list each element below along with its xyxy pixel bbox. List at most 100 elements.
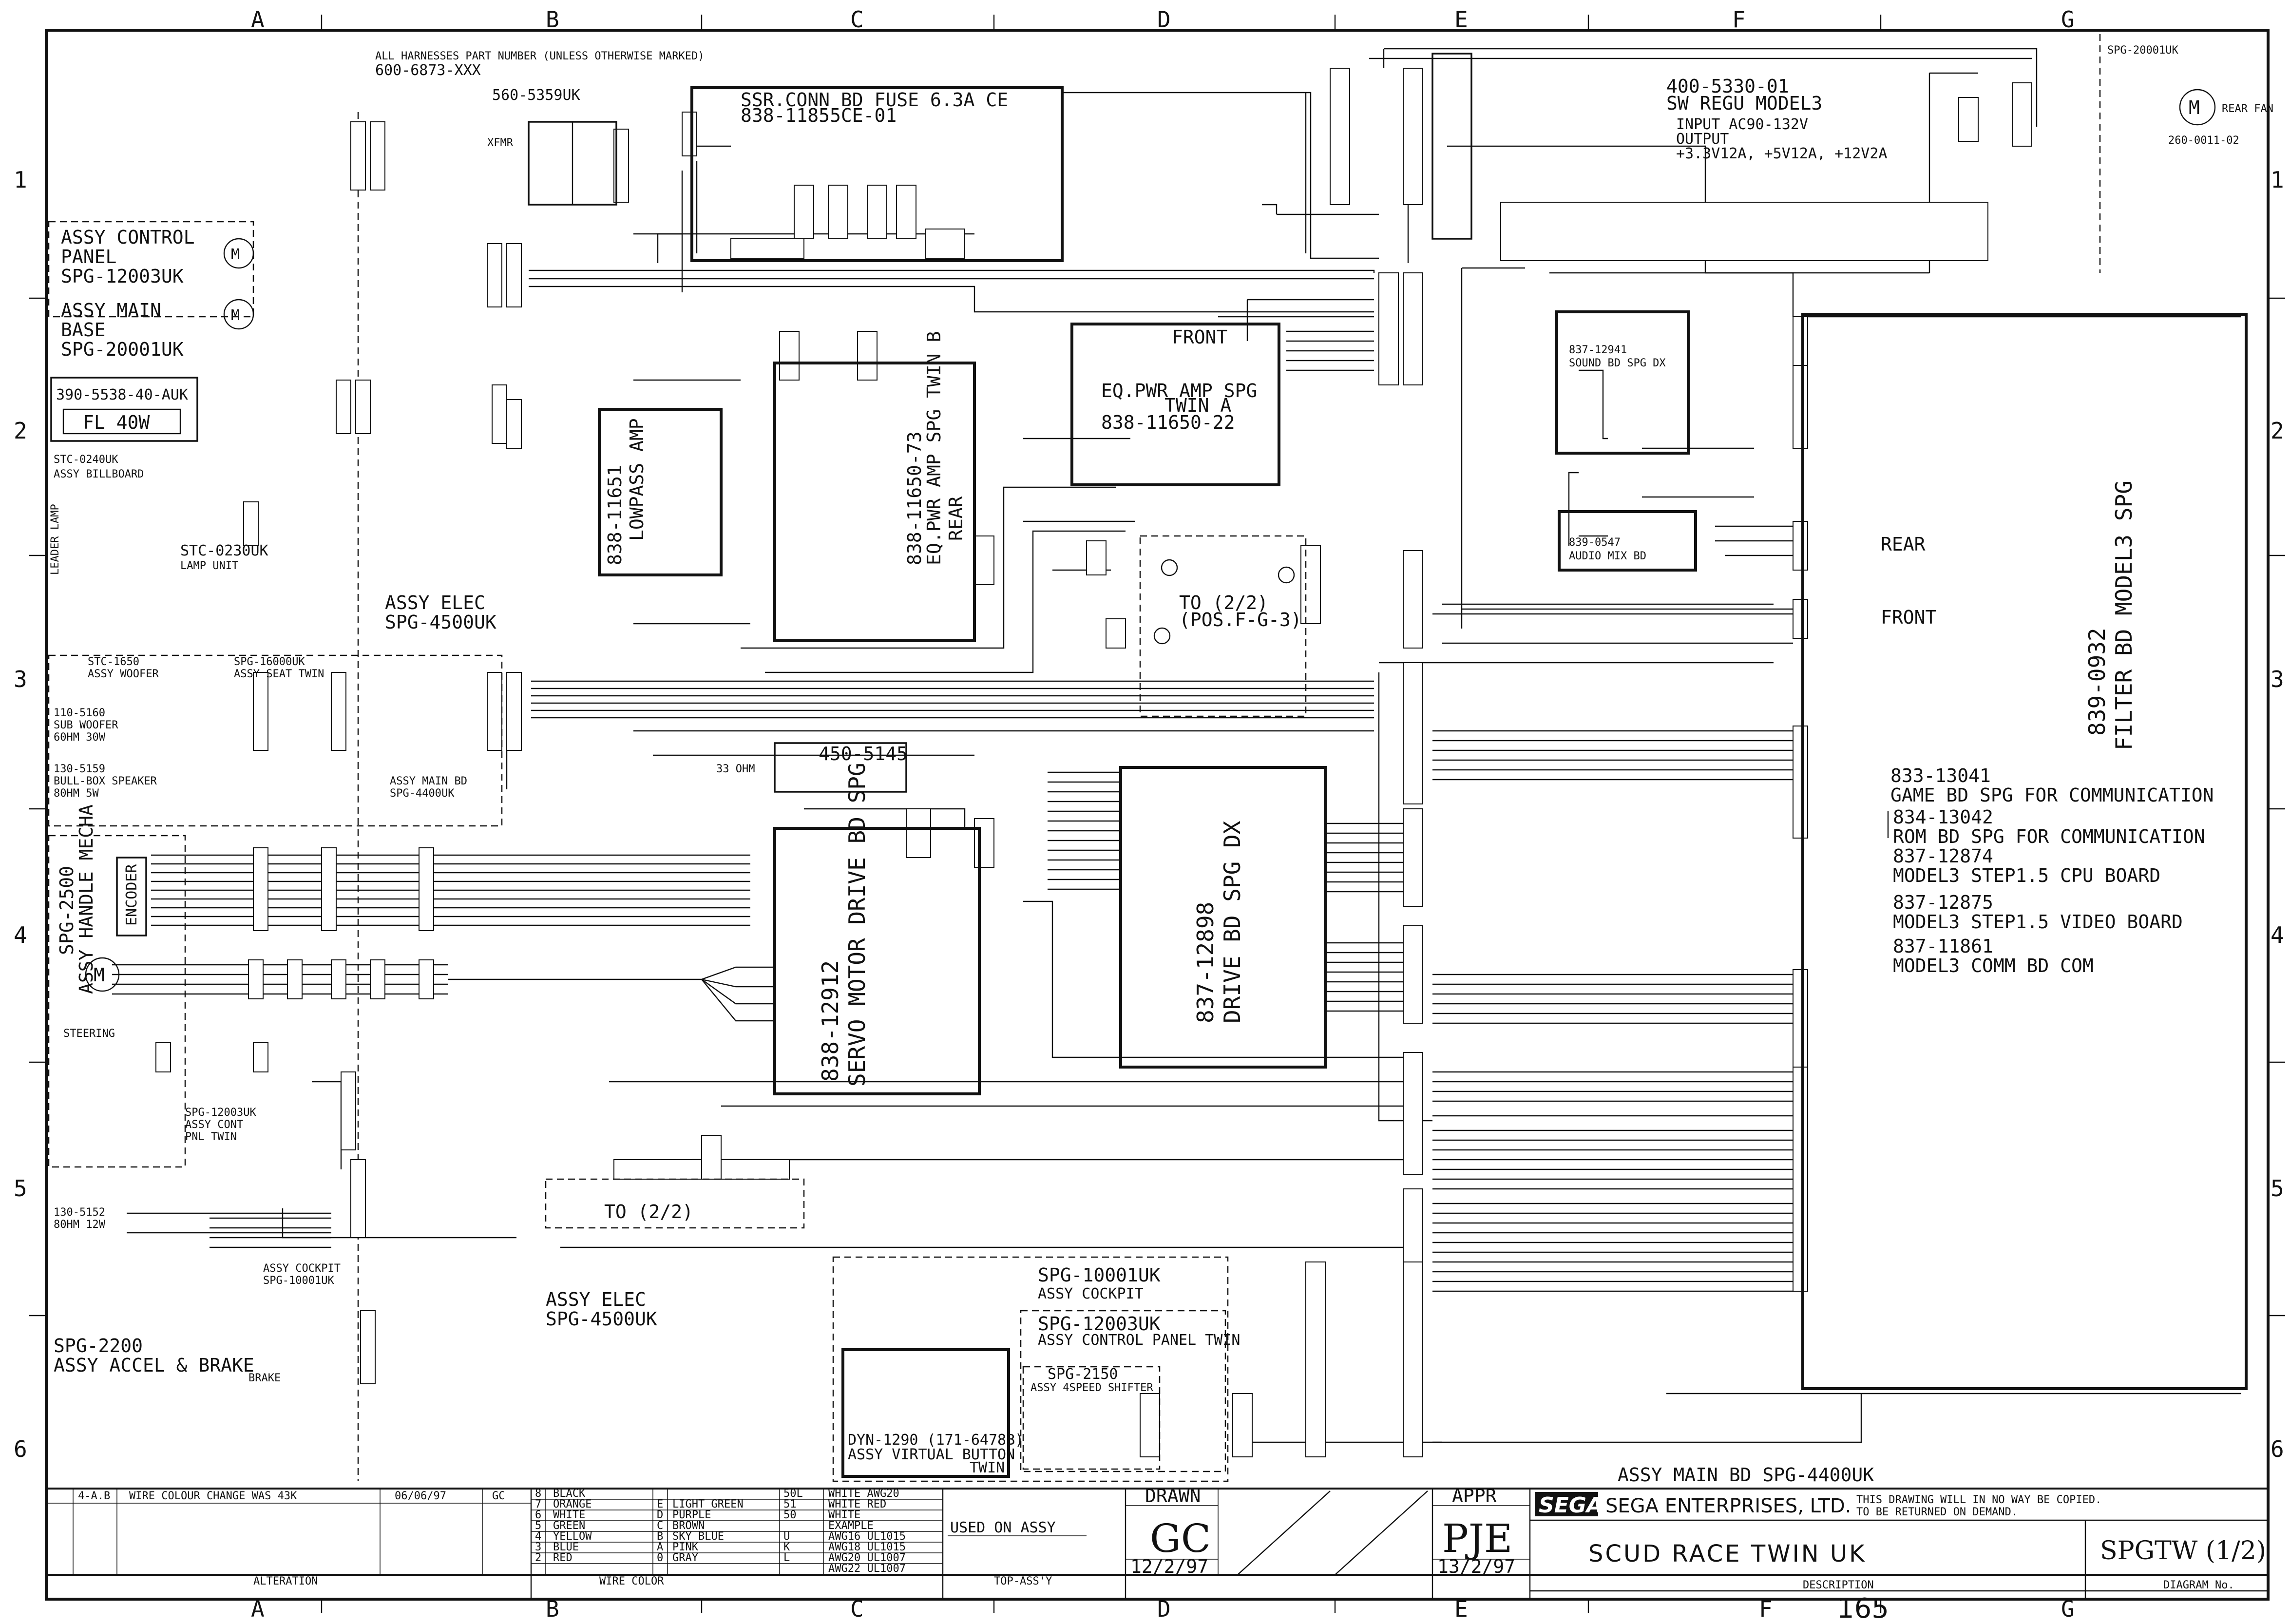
encoder-label: ENCODER (123, 864, 140, 926)
used-on-assy-label: USED ON ASSY (950, 1519, 1056, 1536)
speaker-5152-l2: 80HM 12W (54, 1219, 106, 1231)
main-bd-bottom-label: ASSY MAIN BD SPG-4400UK (1618, 1464, 1874, 1486)
billboard-l1: STC-0240UK (54, 454, 118, 466)
xfmr-name: XFMR (487, 137, 514, 149)
fuse-unit-r: 33 OHM (716, 763, 755, 775)
grid-col-top-b: B (546, 6, 559, 33)
cockpit-box-l2: ASSY COCKPIT (1038, 1285, 1144, 1302)
grid-row-left-2: 2 (14, 418, 27, 444)
shifter-l2: ASSY 4SPEED SHIFTER (1030, 1382, 1153, 1394)
wire-type-5-code: K (783, 1541, 790, 1553)
amp-rear-code: 838-11650-73 (904, 431, 925, 565)
cockpit-box-l3: SPG-12003UK (1038, 1313, 1161, 1335)
harness-note-line1: ALL HARNESSES PART NUMBER (UNLESS OTHERW… (375, 50, 705, 62)
grid-row-right-6: 6 (2271, 1436, 2284, 1462)
fl-name: FL 40W (83, 412, 150, 433)
appr-date: 13/2/97 (1437, 1556, 1515, 1577)
speaker-5152-l1: 130-5152 (54, 1206, 105, 1219)
wire-color-row-4-code: B (657, 1530, 663, 1543)
accel-l2: ASSY ACCEL & BRAKE (54, 1355, 254, 1376)
board-0-code: 833-13041 (1890, 765, 1991, 786)
to-2-2-ref-a: TO (2/2) (POS.F-G-3) (1139, 535, 1307, 717)
ssr-l1: SSR.CONN BD FUSE 6.3A CE (741, 89, 1008, 111)
bullbox-l2: BULL-BOX SPEAKER (54, 775, 157, 787)
drive-dx-name: DRIVE BD SPG DX (1219, 821, 1245, 1023)
power-amp-front-board: FRONT EQ.PWR AMP SPG TWIN A 838-11650-22 (1070, 323, 1280, 486)
alteration-label: ALTERATION (253, 1575, 318, 1587)
cockpit-box-l1: SPG-10001UK (1038, 1264, 1161, 1286)
handle-l1: SPG-2500 (56, 866, 77, 955)
appr-by: PJE (1442, 1516, 1512, 1561)
grid-col-bottom-e: E (1454, 1596, 1468, 1622)
wire-color-row-6-code: 0 (657, 1552, 663, 1564)
wire-color-row-5-alt: PINK (672, 1541, 699, 1553)
company-name: SEGA ENTERPRISES, LTD. (1605, 1495, 1851, 1517)
wire-color-row-3-num: 5 (535, 1520, 541, 1532)
copy-note-2: TO BE RETURNED ON DEMAND. (1856, 1506, 2018, 1518)
grid-col-top-e: E (1454, 6, 1468, 33)
bullbox-l1: 130-5159 (54, 763, 105, 775)
rear-fan-block: SPG-20001UK M REAR FAN 260-0011-02 (2099, 34, 2273, 273)
revision-date: 06/06/97 (395, 1490, 446, 1502)
wire-color-row-2-num: 6 (535, 1509, 541, 1521)
audio-mix-name: AUDIO MIX BD (1569, 550, 1646, 562)
wire-type-2-code: 50 (783, 1509, 797, 1521)
copy-note-1: THIS DRAWING WILL IN NO WAY BE COPIED. (1856, 1494, 2101, 1506)
grid-row-left-3: 3 (14, 666, 27, 692)
xfmr-code: 560-5359UK (492, 87, 580, 104)
wire-type-4-desc: AWG16 UL1015 (828, 1530, 906, 1543)
grid-col-bottom-c: C (850, 1596, 864, 1622)
steering-label: STEERING (63, 1028, 115, 1040)
seat-l1: STC-1650 (88, 656, 139, 668)
front-output-label: FRONT (1881, 607, 1936, 628)
drawn-date: 12/2/97 (1130, 1556, 1208, 1577)
fluorescent-lamp-block: 390-5538-40-AUK FL 40W STC-0240UK ASSY B… (49, 377, 268, 575)
wire-type-0-code: 50L (783, 1488, 803, 1500)
audio-mix-board: 839-0547 AUDIO MIX BD (1558, 510, 1697, 572)
wire-type-6-desc: AWG20 UL1007 (828, 1552, 906, 1564)
board-list: 833-13041 GAME BD SPG FOR COMMUNICATION … (1887, 765, 2214, 976)
sheet-frame: A B C D E F G A B C D E F G 1 2 3 4 5 6 … (14, 6, 2285, 1622)
sw-regu-l3: INPUT AC90-132V (1676, 116, 1808, 133)
wire-type-1-desc: WHITE RED (828, 1498, 886, 1510)
wire-color-row-5-name: BLUE (553, 1541, 579, 1553)
sub-woofer-l3: 60HM 30W (54, 731, 106, 744)
grid-col-bottom-f: F (1759, 1596, 1773, 1622)
wire-type-2-desc: WHITE (828, 1509, 860, 1521)
svg-text:M: M (94, 964, 105, 986)
main-bd-left-l2: SPG-4400UK (390, 787, 455, 800)
filter-code: 839-0932 (2084, 628, 2110, 736)
brake-label: BRAKE (248, 1372, 281, 1384)
cockpit-box-l4: ASSY CONTROL PANEL TWIN (1038, 1332, 1240, 1349)
board-3-code: 837-12875 (1893, 892, 1993, 913)
main-base-l1: ASSY MAIN (61, 300, 161, 321)
harness-note-line2: 600-6873-XXX (375, 62, 481, 79)
grid-col-bottom-b: B (546, 1596, 559, 1622)
wire-color-table: 8 BLACK 7 ORANGE E LIGHT GREEN 6 WHITE D… (531, 1488, 943, 1587)
wire-color-row-3-name: GREEN (553, 1520, 585, 1532)
bullbox-l3: 80HM 5W (54, 787, 99, 800)
drive-bd-dx-board: 837-12898 DRIVE BD SPG DX (1119, 766, 1327, 1069)
svg-text:M: M (231, 246, 240, 263)
assy-elec-top-l1: ASSY ELEC (385, 592, 485, 613)
grid-col-top-g: G (2061, 6, 2075, 33)
sw-regu-l1: 400-5330-01 (1666, 76, 1789, 97)
power-amp-rear-board: 838-11650-73 EQ.PWR AMP SPG TWIN B REAR (773, 331, 976, 642)
filter-name: FILTER BD MODEL3 SPG (2111, 480, 2137, 750)
description-label: DESCRIPTION (1803, 1579, 1874, 1591)
wire-type-7-desc: AWG22 UL1007 (828, 1563, 906, 1575)
wire-type-4-code: U (783, 1530, 790, 1543)
sound-bd-name: SOUND BD SPG DX (1569, 357, 1666, 369)
grid-row-right-5: 5 (2271, 1175, 2284, 1202)
grid-col-top-a: A (251, 6, 265, 33)
wire-color-label: WIRE COLOR (599, 1575, 664, 1587)
wire-type-1-code: 51 (783, 1498, 797, 1510)
ssr-l2: 838-11855CE-01 (741, 105, 897, 126)
page-number: 165 (1837, 1593, 1889, 1624)
fuse-unit-code: 450-5145 (819, 743, 908, 764)
handle-l2: ASSY HANDLE MECHA (76, 804, 97, 994)
servo-drive-board: 838-12912 SERVO MOTOR DRIVE BD SPG (773, 763, 981, 1095)
diagram-number-label: DIAGRAM No. (2163, 1579, 2234, 1591)
board-1-code: 834-13042 (1893, 806, 1993, 828)
seat-l4: ASSY SEAT TWIN (234, 668, 324, 680)
